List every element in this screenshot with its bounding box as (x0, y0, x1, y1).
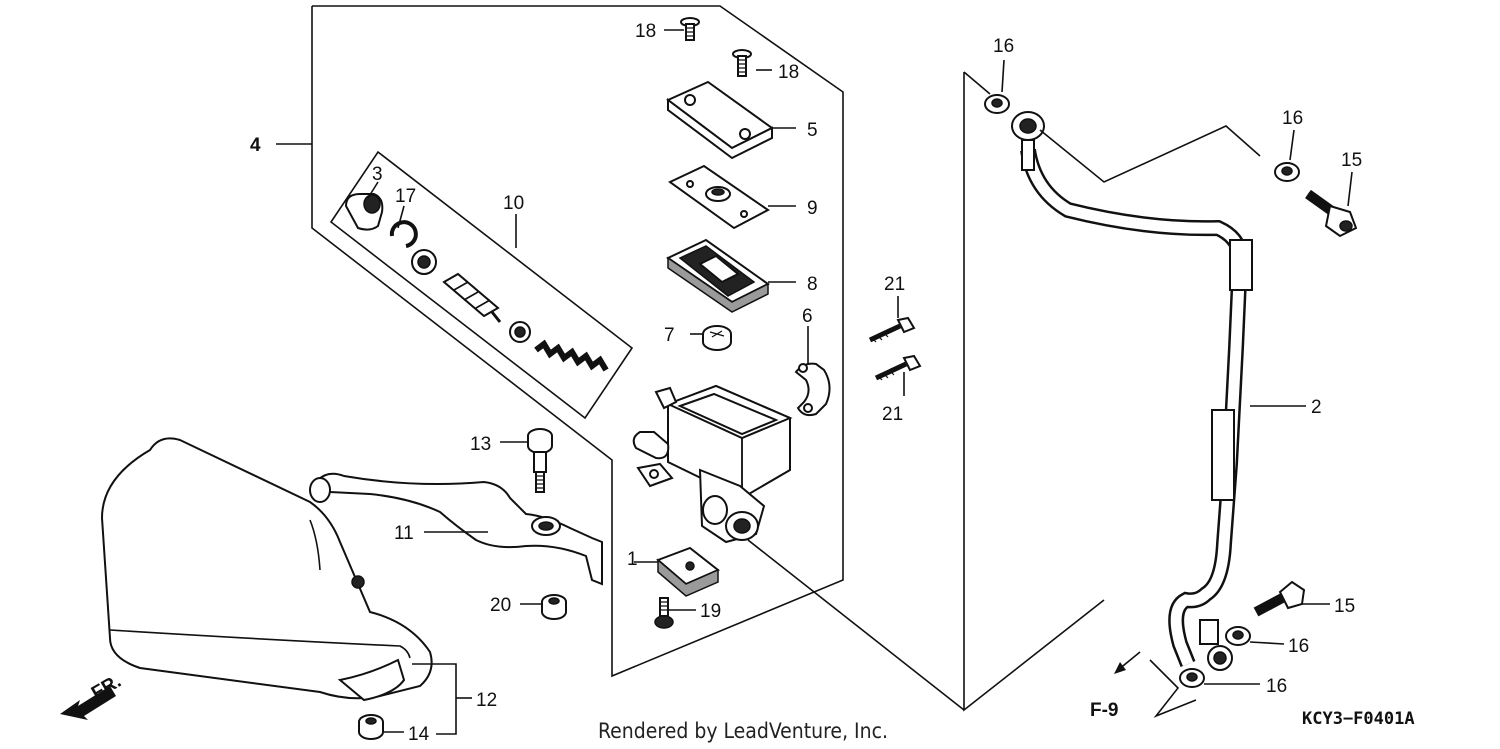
callout-19: 19 (700, 601, 721, 622)
callout-16-mid: 16 (1288, 636, 1309, 657)
callout-20: 20 (490, 595, 511, 616)
grommet-7 (702, 325, 732, 351)
washer-16-top (984, 94, 1010, 114)
leader-lines (276, 29, 1353, 735)
callout-1: 1 (627, 549, 638, 570)
washer-16-bottom (1179, 668, 1205, 688)
credit-text: Rendered by LeadVenture, Inc. (598, 719, 888, 743)
callout-15-upper: 15 (1341, 150, 1362, 171)
callout-18-top: 18 (635, 21, 656, 42)
washer-16-mid (1225, 626, 1251, 646)
diaphragm-plate-9 (668, 164, 770, 230)
callout-16-bottom: 16 (1266, 676, 1287, 697)
brake-hose-2 (1011, 111, 1253, 671)
callout-16-right: 16 (1282, 108, 1303, 129)
spring (534, 339, 609, 372)
reservoir-cap-5 (666, 80, 774, 160)
hand-guard-12 (100, 437, 433, 702)
brake-lever-11 (309, 472, 603, 586)
washer-16-right (1274, 162, 1300, 182)
nut-14 (358, 714, 384, 740)
pivot-bolt-13 (527, 428, 553, 493)
screw-19 (654, 597, 674, 629)
reference-arrow (1114, 651, 1141, 674)
brake-switch-1 (656, 546, 720, 597)
nut-20 (541, 594, 567, 620)
holder-6 (794, 362, 831, 417)
callout-21-lower: 21 (882, 404, 903, 425)
callout-14: 14 (408, 724, 430, 745)
callout-18-lower: 18 (778, 62, 799, 83)
callout-2: 2 (1311, 397, 1322, 418)
callout-12: 12 (476, 690, 497, 711)
banjo-bolt-15-upper (1305, 189, 1358, 238)
callout-5: 5 (807, 120, 818, 141)
secondary-cup (509, 321, 531, 343)
cylinder-to-hose-line (747, 539, 965, 711)
screw-18-top (680, 17, 700, 41)
piston-kit-boundary-10 (329, 150, 634, 420)
screw-18-lower (732, 49, 752, 77)
front-direction-arrow-icon (60, 686, 116, 720)
callout-6: 6 (802, 306, 813, 327)
diaphragm-8 (666, 238, 770, 313)
cup-seal (411, 249, 437, 275)
callout-10: 10 (503, 193, 524, 214)
callout-9: 9 (807, 198, 818, 219)
routing-line-upper (1039, 125, 1261, 183)
circlip-17 (389, 220, 418, 248)
bolt-21-lower (874, 354, 922, 381)
callout-21-upper: 21 (884, 274, 905, 295)
callout-11: 11 (394, 523, 414, 544)
assembly-boundary-4 (311, 5, 844, 678)
banjo-bolt-15-lower (1253, 580, 1306, 617)
callout-4: 4 (250, 135, 261, 156)
diagram-code: KCY3−F0401A (1302, 709, 1415, 729)
callout-3: 3 (372, 164, 383, 185)
callout-16-top: 16 (993, 36, 1014, 57)
bolt-21-upper (868, 316, 916, 343)
callout-8: 8 (807, 274, 818, 295)
routing-line-lower (1149, 659, 1197, 718)
callout-17: 17 (395, 186, 416, 207)
boot-3 (344, 193, 384, 231)
piston (442, 272, 502, 323)
callout-15-lower: 15 (1334, 596, 1355, 617)
callout-7: 7 (664, 325, 675, 346)
callout-13: 13 (470, 434, 491, 455)
master-cylinder-body (632, 384, 793, 544)
reference-label: F-9 (1090, 700, 1119, 721)
